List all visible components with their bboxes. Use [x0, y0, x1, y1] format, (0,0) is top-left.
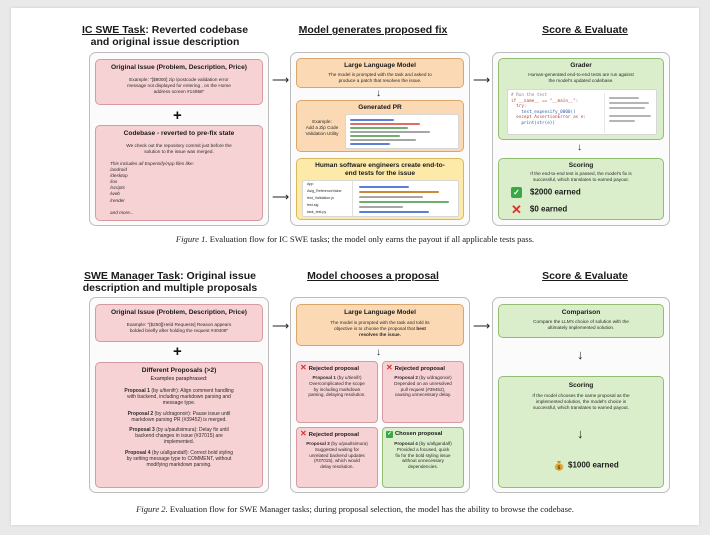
- proposal-4: Proposal 4 (by u/allgandalf): Correct bo…: [124, 449, 234, 469]
- fig2-score-panel: Comparison Compare the LLM's choice of s…: [492, 297, 670, 493]
- proposal-card-body: Proposal 1 (by u/tienifr) Overcomplicate…: [308, 375, 366, 398]
- fig1-scoring-title: Scoring: [568, 162, 594, 169]
- fig1-llm-text: The model is prompted with the task and …: [328, 72, 432, 83]
- svg-text:$: $: [557, 465, 561, 471]
- earned-amount: $ $1000 earned: [554, 460, 619, 471]
- pr-diff-thumbnail: [345, 114, 459, 149]
- fig1-scoring-box: Scoring If the end-to-end test is passed…: [498, 158, 664, 220]
- arrow-right-icon: ⟶: [272, 73, 290, 87]
- fig1-issue-text: Example: "[$8000] zip /postcode validati…: [127, 77, 231, 94]
- plus-icon: +: [173, 107, 182, 124]
- proposal-card-header: ✕Rejected proposal: [386, 363, 445, 372]
- proposal-card-body: Proposal 4 (by u/allgandalf) Provided a …: [394, 441, 452, 470]
- arrow-down-icon: ↓: [376, 347, 381, 358]
- fig1-pr-example: Example: Add a Zip Code Validation Utili…: [305, 119, 339, 136]
- fig2-comparison-title: Comparison: [561, 309, 601, 316]
- fig1-codebase-text: We check out the repository commit just …: [126, 143, 232, 154]
- arrow-down-icon: ↓: [577, 426, 584, 441]
- cross-icon: ✕: [300, 429, 307, 438]
- fig1-grader-title: Grader: [570, 62, 592, 69]
- fig2-llm-text: The model is prompted with the task and …: [330, 320, 430, 337]
- fig2-scoring-box: Scoring If the model chooses the same pr…: [498, 376, 664, 488]
- plus-icon: +: [173, 343, 182, 360]
- fig2-proposals-title: Different Proposals (>2) Examples paraph…: [141, 367, 217, 382]
- fig2-llm-title: Large Language Model: [344, 309, 416, 316]
- fig2-issue-box: Original Issue (Problem, Description, Pr…: [95, 304, 263, 342]
- proposal-card-header: ✕Rejected proposal: [300, 429, 359, 438]
- cross-icon: ✕: [386, 363, 393, 372]
- fig1-llm-box: Large Language Model The model is prompt…: [296, 58, 464, 88]
- check-icon: ✓: [386, 431, 393, 438]
- proposal-card-3: ✕Rejected proposal Proposal 3 (by u/paul…: [296, 427, 378, 488]
- file-tree: App Asig_ReferenceValue test_Validation.…: [303, 181, 353, 216]
- paper-page: IC SWE Task: Reverted codebase and origi…: [11, 8, 699, 525]
- check-icon: ✓: [511, 187, 522, 198]
- fig1-issue-box: Original Issue (Problem, Description, Pr…: [95, 59, 263, 105]
- proposal-card-2: ✕Rejected proposal Proposal 2 (by u/drag…: [382, 361, 464, 423]
- fig1-codebase-files: This includes all Expensify/App files li…: [110, 161, 194, 215]
- fig1-input-panel: Original Issue (Problem, Description, Pr…: [89, 52, 269, 226]
- fig2-col3-title: Score & Evaluate: [542, 270, 628, 282]
- cross-icon: ✕: [300, 363, 307, 372]
- proposal-card-4: ✓Chosen proposal Proposal 4 (by u/allgan…: [382, 427, 464, 488]
- fig1-grader-box: Grader Human-generated end-to-end tests …: [498, 58, 664, 140]
- fig1-col3-title: Score & Evaluate: [542, 24, 628, 36]
- fig1-scoring-text: If the end-to-end test is passed, the mo…: [530, 171, 632, 182]
- grader-code-thumbnail: # Run the test if __name__ == "__main__"…: [507, 89, 657, 135]
- fig1-codebase-box: Codebase - reverted to pre-fix state We …: [95, 125, 263, 221]
- arrow-right-icon: ⟶: [473, 73, 491, 87]
- fig1-grader-text: Human-generated end-to-end tests are run…: [528, 72, 634, 83]
- proposal-1: Proposal 1 (by u/tienifr): Align comment…: [124, 388, 234, 407]
- arrow-right-icon: ⟶: [473, 319, 491, 333]
- grader-code: # Run the test if __name__ == "__main__"…: [511, 93, 587, 126]
- fig2-comparison-box: Comparison Compare the LLM's choice of s…: [498, 304, 664, 338]
- fig2-comparison-text: Compare the LLM's choice of solution wit…: [533, 319, 629, 330]
- proposal-card-header: ✓Chosen proposal: [386, 431, 443, 438]
- proposal-card-header: ✕Rejected proposal: [300, 363, 359, 372]
- fig1-caption: Figure 1. Evaluation flow for IC SWE tas…: [175, 234, 535, 244]
- fig2-input-panel: Original Issue (Problem, Description, Pr…: [89, 297, 269, 493]
- fig2-scoring-title: Scoring: [568, 382, 594, 389]
- money-bag-icon: $: [554, 461, 564, 471]
- fig1-col1-title: IC SWE Task: Reverted codebase and origi…: [81, 24, 249, 48]
- proposal-card-body: Proposal 3 (by u/paultsimura) Suggested …: [306, 441, 368, 470]
- fig2-model-panel: Large Language Model The model is prompt…: [290, 297, 470, 493]
- fig1-human-box: Human software engineers create end-to-e…: [296, 158, 464, 220]
- cross-icon: ✕: [511, 202, 522, 217]
- fig1-codebase-title: Codebase - reverted to pre-fix state: [123, 130, 235, 137]
- fig2-col2-title: Model chooses a proposal: [307, 270, 439, 282]
- fig2-llm-box: Large Language Model The model is prompt…: [296, 304, 464, 346]
- fig2-scoring-text: If the model chooses the same proposal a…: [532, 393, 630, 410]
- fig1-llm-title: Large Language Model: [344, 62, 416, 69]
- arrow-right-icon: ⟶: [272, 190, 290, 204]
- fig1-col2-title: Model generates proposed fix: [298, 24, 448, 36]
- earned-pass: ✓$2000 earned: [511, 187, 581, 198]
- fig2-issue-text: Example: "[$250][Held Requests] Reason a…: [126, 322, 232, 333]
- fig1-pr-box: Generated PR Example: Add a Zip Code Val…: [296, 100, 464, 152]
- earned-fail: ✕$0 earned: [511, 202, 568, 217]
- arrow-down-icon: ↓: [577, 347, 584, 362]
- arrow-down-icon: ↓: [376, 88, 381, 99]
- proposal-3: Proposal 3 (by u/paultsimura): Delay fix…: [129, 427, 229, 446]
- fig1-model-panel: Large Language Model The model is prompt…: [290, 52, 470, 226]
- fig2-caption: Figure 2. Evaluation flow for SWE Manage…: [136, 504, 574, 514]
- fig1-pr-title: Generated PR: [358, 104, 402, 111]
- test-output-pane: [604, 93, 655, 133]
- arrow-down-icon: ↓: [577, 142, 582, 153]
- proposal-2: Proposal 2 (by u/dragonoir): Pause issue…: [127, 410, 231, 423]
- fig2-col1-title: SWE Manager Task: Original issue descrip…: [82, 270, 258, 294]
- test-files-thumbnail: App Asig_ReferenceValue test_Validation.…: [302, 180, 459, 217]
- fig1-human-title: Human software engineers create end-to-e…: [315, 162, 445, 177]
- fig2-issue-title: Original Issue (Problem, Description, Pr…: [111, 309, 247, 316]
- proposal-card-body: Proposal 2 (by u/dragonoir) Depended on …: [394, 375, 452, 398]
- proposal-card-1: ✕Rejected proposal Proposal 1 (by u/tien…: [296, 361, 378, 423]
- fig2-proposals-box: Different Proposals (>2) Examples paraph…: [95, 362, 263, 488]
- fig1-issue-title: Original Issue (Problem, Description, Pr…: [111, 64, 247, 71]
- fig1-score-panel: Grader Human-generated end-to-end tests …: [492, 52, 670, 226]
- arrow-right-icon: ⟶: [272, 319, 290, 333]
